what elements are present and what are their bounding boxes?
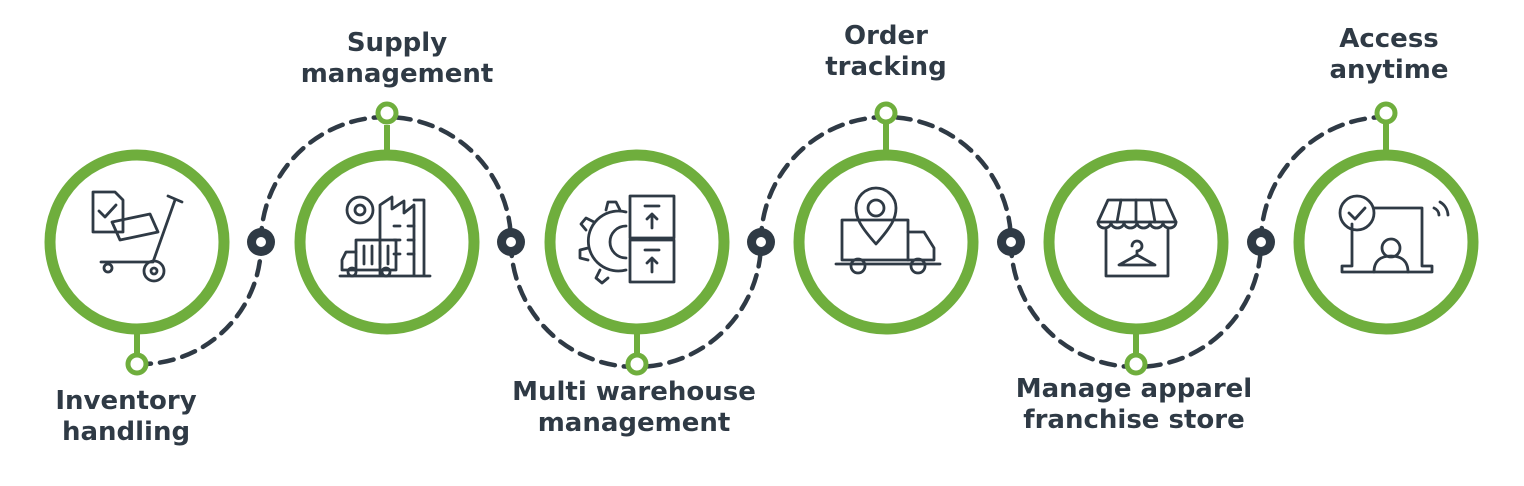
- step-5-label-line1: Manage apparel: [1015, 374, 1253, 404]
- step-3-circle: [544, 149, 730, 335]
- step-1-label: Inventory handling: [0, 386, 266, 448]
- warehouse-boxes-gear-icon: [578, 194, 676, 285]
- step-5-label-line2: franchise store: [1023, 405, 1245, 435]
- step-5-label: Manage apparel franchise store: [994, 374, 1274, 436]
- step-4-label: Order tracking: [746, 21, 1026, 83]
- step-2-label: Supply management: [257, 28, 537, 90]
- step-connectors: [125, 101, 1398, 376]
- step-3-label: Multi warehouse management: [494, 377, 774, 439]
- step-3-label-line2: management: [537, 408, 731, 438]
- step-1-label-line2: handling: [61, 417, 191, 447]
- step-4-knob: [874, 101, 898, 125]
- step-1-knob: [125, 352, 149, 376]
- inventory-trolley-icon: [91, 190, 184, 283]
- step-2-label-line2: management: [300, 59, 494, 89]
- step-6-label-line2: anytime: [1329, 55, 1449, 85]
- step-6-label: Access anytime: [1249, 24, 1524, 86]
- step-2-circle: [294, 149, 480, 335]
- apparel-store-icon: [1096, 198, 1178, 278]
- junction-nodes: [247, 228, 1275, 256]
- step-4-label-line2: tracking: [825, 52, 947, 82]
- step-3-knob: [625, 352, 649, 376]
- step-6-knob: [1374, 101, 1398, 125]
- step-6-label-line1: Access: [1339, 24, 1439, 54]
- step-3-label-line1: Multi warehouse: [512, 377, 756, 407]
- laptop-user-check-icon: [1338, 194, 1450, 274]
- step-1-circle: [44, 149, 230, 335]
- step-2-knob: [375, 101, 399, 125]
- step-4-circle: [793, 149, 979, 335]
- delivery-truck-pin-icon: [834, 186, 942, 275]
- step-2-label-line1: Supply: [346, 28, 448, 58]
- factory-truck-icon: [338, 195, 432, 278]
- step-5-circle: [1043, 149, 1229, 335]
- step-4-label-line1: Order: [844, 21, 928, 51]
- step-6-circle: [1293, 149, 1479, 335]
- step-5-knob: [1124, 352, 1148, 376]
- step-1-label-line1: Inventory: [55, 386, 197, 416]
